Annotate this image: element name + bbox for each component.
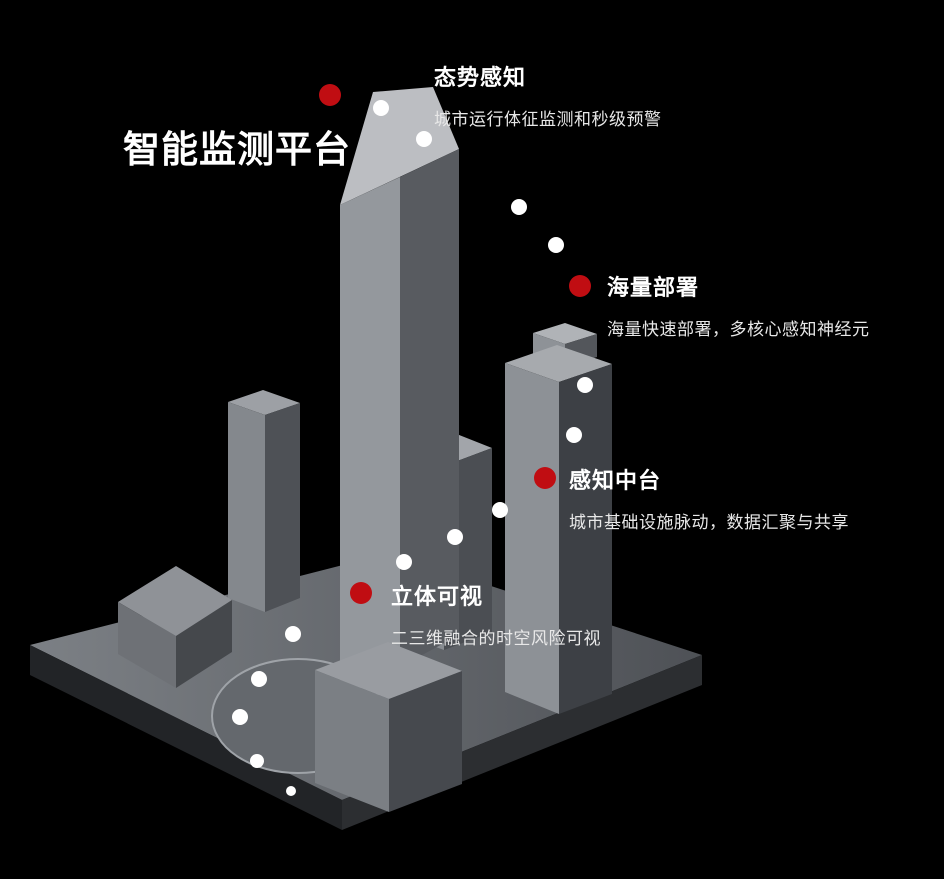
building-small-left-side [265, 403, 300, 612]
annotation-description: 二三维融合的时空风险可视 [391, 629, 601, 648]
annotation-situational-awareness: 态势感知 城市运行体征监测和秒级预警 [434, 60, 662, 130]
annotation-3d-visualization: 立体可视 二三维融合的时空风险可视 [391, 579, 601, 649]
annotation-description: 海量快速部署，多核心感知神经元 [607, 320, 870, 339]
path-dot [511, 199, 527, 215]
building-right-side [559, 364, 612, 714]
building-small-left-face [228, 402, 265, 612]
page-title: 智能监测平台 [123, 129, 351, 170]
path-dot [416, 131, 432, 147]
marker-dot-mass-deployment [569, 275, 591, 297]
path-dot [250, 754, 264, 768]
building-front-top [315, 642, 462, 699]
path-dot [577, 377, 593, 393]
path-dot [285, 626, 301, 642]
marker-dot-situational-awareness [319, 84, 341, 106]
path-dot [548, 237, 564, 253]
building-right-face [505, 363, 559, 714]
building-tall-face [340, 177, 400, 700]
path-dot [373, 100, 389, 116]
annotation-description: 城市基础设施脉动，数据汇聚与共享 [569, 513, 849, 532]
building-slab-top [118, 566, 232, 636]
marker-dot-perception-platform [534, 467, 556, 489]
building-slab-side [176, 600, 232, 688]
path-dot [396, 554, 412, 570]
building-tall-roof [340, 87, 459, 205]
annotation-perception-platform: 感知中台 城市基础设施脉动，数据汇聚与共享 [569, 463, 849, 533]
path-dot [492, 502, 508, 518]
building-front-face [315, 670, 389, 812]
annotation-description: 城市运行体征监测和秒级预警 [434, 110, 662, 129]
path-dot [232, 709, 248, 725]
annotation-label: 态势感知 [434, 65, 527, 90]
path-dot [251, 671, 267, 687]
building-front-side [389, 671, 462, 812]
platform-side-left [30, 645, 342, 830]
path-dot [447, 529, 463, 545]
annotation-label: 感知中台 [569, 468, 662, 493]
building-small-left-top [228, 390, 300, 415]
marker-dot-3d-visualization [350, 582, 372, 604]
building-tall-side [400, 149, 459, 667]
building-right-top [505, 345, 612, 382]
annotation-mass-deployment: 海量部署 海量快速部署，多核心感知神经元 [607, 270, 870, 340]
annotation-label: 立体可视 [391, 584, 484, 609]
path-dot [286, 786, 296, 796]
annotation-label: 海量部署 [607, 275, 700, 300]
path-dot [566, 427, 582, 443]
building-slab-face [118, 602, 176, 688]
building-right-cap-top [533, 323, 597, 344]
